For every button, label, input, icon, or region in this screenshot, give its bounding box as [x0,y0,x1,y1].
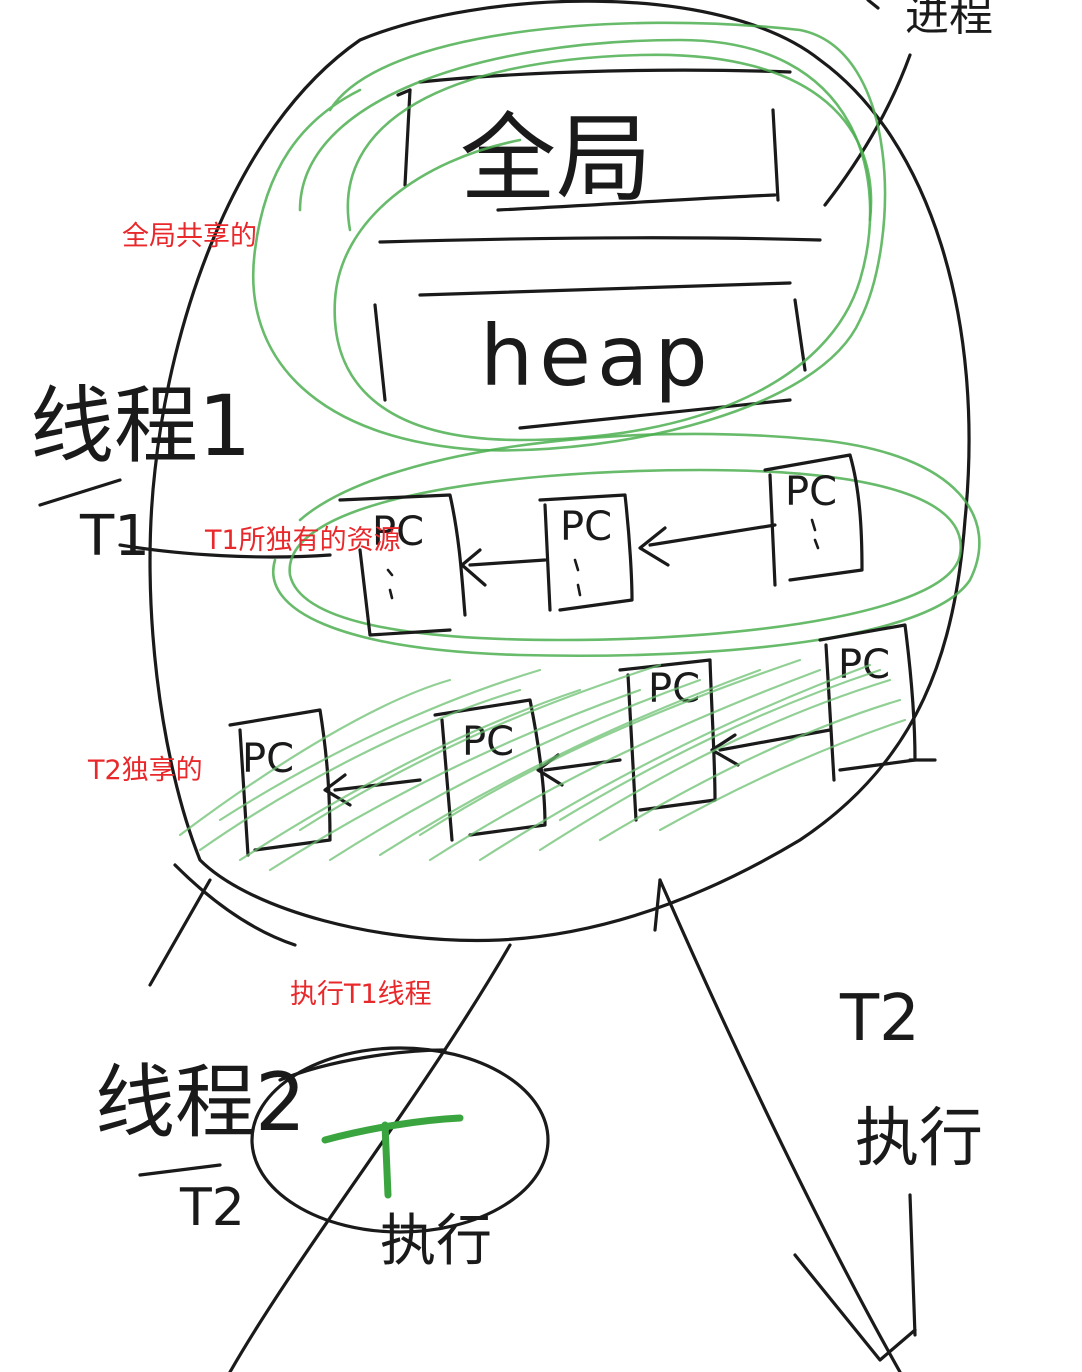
svg-text:PC: PC [560,504,612,550]
execute-t2-text: 执行 [855,1102,983,1176]
execute-t1-bottom-text: 执行 [380,1209,492,1274]
t2-arrow-3 [710,728,832,767]
divider-2 [418,281,792,297]
heap-box-bottom [518,398,792,430]
t2-bottom-text: T2 [179,1178,245,1238]
green-loop-t1 [272,432,981,658]
t1-pc-box-3: PC [763,453,864,587]
annotation-execute-t1: 执行T1线程 [290,979,432,1010]
right-arrow-start [653,878,662,932]
top-right-hook [866,0,880,10]
t1-green-mark [321,1114,464,1199]
green-loop-global [252,21,887,452]
thread2-text: 线程2 [95,1056,306,1149]
green-loop-global-3 [346,53,873,232]
t1-arrow-1 [460,548,547,587]
global-box-top [418,68,792,84]
t2-pc-box-4: PC [818,623,917,782]
left-branch [148,878,212,987]
t1-arrow-2 [638,523,777,567]
t1-pointer [118,543,332,559]
global-box-left [403,88,412,187]
t1-pc-box-1: PC [338,493,467,637]
process-outline [148,0,971,943]
divider-1 [378,236,822,244]
svg-text:PC: PC [242,736,294,782]
left-branch-2 [173,863,297,947]
annotation-global-shared: 全局共享的 [122,221,257,252]
green-loop-t1-2 [288,468,963,642]
top-right-pointer [823,53,912,207]
thread2-underline [138,1163,222,1177]
heap-box-right [793,298,807,372]
right-thread-arrow [658,878,902,1372]
heap-box-left [373,303,387,402]
global-box-bottom [496,193,777,212]
top-right-text: 进程 [905,0,993,41]
t1-text: T1 [79,504,150,569]
annotation-t2-exclusive: T2独享的 [88,755,203,786]
green-hatch-t2 [178,658,907,872]
global-box-right [771,108,780,202]
global-box-left-tick [396,88,412,97]
heap-text: heap [480,307,714,405]
execute-circle [250,1046,550,1234]
t2-pc-box-3: PC [618,658,717,822]
t2-pc-box-2: PC [433,698,547,842]
t1-pc-box-2: PC [538,493,634,612]
annotation-t1-exclusive: T1所独有的资源 [205,525,401,556]
execute-circle-tail [278,1048,447,1082]
svg-text:PC: PC [838,642,890,688]
global-text: 全局 [460,103,652,215]
left-thread-arrow [228,943,512,1372]
green-loop-global-2 [298,38,872,442]
svg-text:PC: PC [462,719,514,765]
svg-text:PC: PC [785,469,837,515]
svg-text:PC: PC [372,509,424,555]
t2-pc-box-1: PC [228,708,332,857]
thread1-text: 线程1 [30,377,251,475]
thread1-underline [38,478,122,507]
t2-right-text: T2 [839,982,920,1056]
right-arrow-head [793,1193,917,1362]
